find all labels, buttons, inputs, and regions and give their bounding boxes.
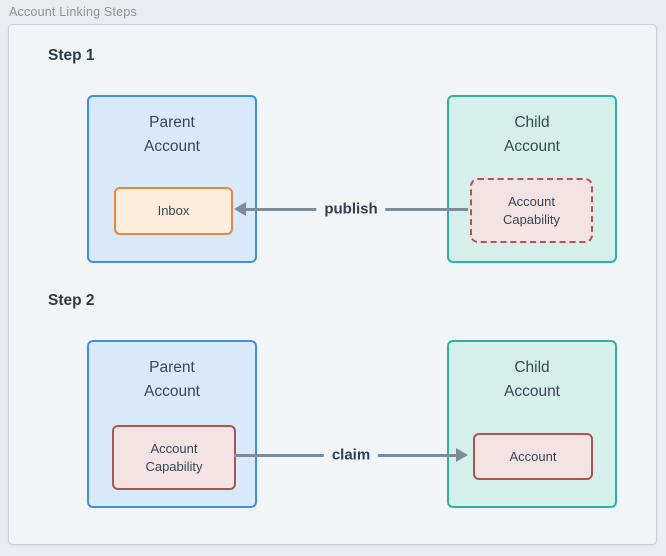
step1-account-capability-box: Account Capability — [470, 178, 593, 243]
claim-arrow: claim — [234, 446, 468, 464]
publish-arrow: publish — [234, 200, 468, 218]
step2-account-box: Account — [473, 433, 593, 480]
step1-parent-account-node: Parent Account Inbox — [87, 95, 257, 263]
step1-inbox-box: Inbox — [114, 187, 233, 235]
step2-child-account-node: Child Account Account — [447, 340, 617, 508]
step-1-label: Step 1 — [48, 47, 95, 64]
step1-parent-account-title: Parent Account — [143, 114, 200, 155]
step-2-label: Step 2 — [48, 292, 95, 309]
step2-parent-account-node: Parent Account Account Capability — [87, 340, 257, 508]
step1-child-account-node: Child Account Account Capability — [447, 95, 617, 263]
step2-child-account-title: Child Account — [503, 359, 560, 400]
arrow-head-left-icon — [234, 202, 246, 216]
arrow-head-right-icon — [456, 448, 468, 462]
diagram-title: Account Linking Steps — [9, 5, 137, 19]
step2-parent-account-title: Parent Account — [143, 359, 200, 400]
step2-account-capability-box: Account Capability — [112, 425, 236, 490]
diagram-container: Step 1 Parent Account Inbox Child Accoun… — [8, 24, 657, 545]
claim-arrow-label: claim — [323, 446, 379, 464]
publish-arrow-label: publish — [316, 200, 386, 218]
step1-child-account-title: Child Account — [503, 114, 560, 155]
